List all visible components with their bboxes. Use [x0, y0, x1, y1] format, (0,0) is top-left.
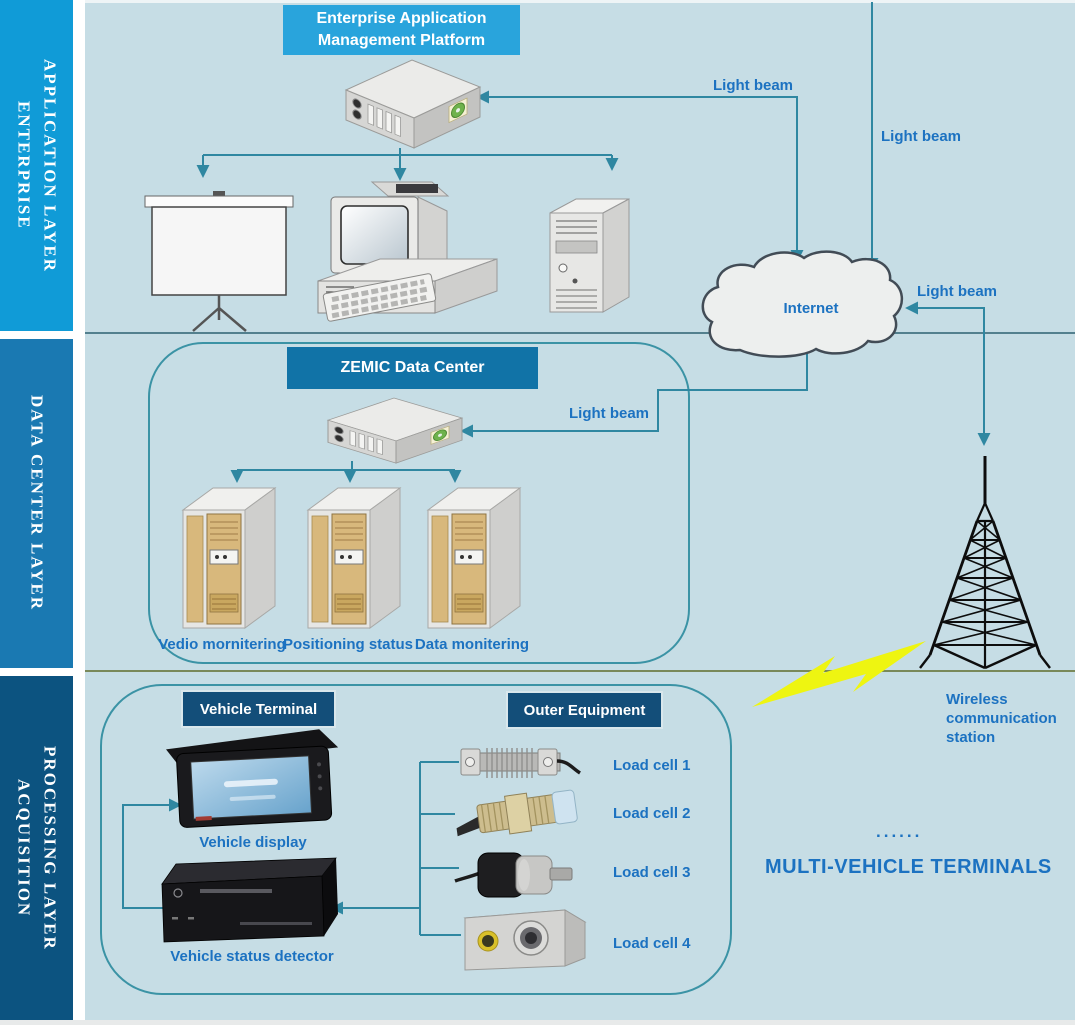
light-beam-label-2: Light beam — [881, 128, 962, 145]
ellipsis-label: ...... — [876, 822, 923, 841]
layer-separator-1 — [85, 332, 1075, 334]
sidebar-label-line: DATA CENTER LAYER — [27, 395, 47, 612]
light-beam-label-1: Light beam — [713, 77, 794, 94]
video-monitoring-label: Vedio mornitering — [158, 636, 286, 653]
wireless-station-label: Wireless communication station — [946, 690, 1057, 747]
zemic-title: ZEMIC Data Center — [340, 359, 485, 376]
vehicle-terminal-title: Vehicle Terminal — [199, 700, 318, 718]
sidebar-label-line: APPLICATION LAYER — [40, 58, 60, 273]
platform-title-line: Management Platform — [317, 32, 486, 49]
vehicle-terminal-group-outline — [100, 684, 732, 995]
data-center-group-outline — [148, 342, 690, 664]
light-beam-label-3: Light beam — [917, 283, 998, 300]
layer-separator-2 — [85, 670, 1075, 672]
sidebar-label-line: ACQUISITION — [14, 778, 34, 918]
sidebar-data-center-layer: DATA CENTER LAYER — [0, 339, 73, 668]
platform-title-line: Enterprise Application — [316, 10, 487, 27]
enterprise-platform-title-box: Enterprise Application Management Platfo… — [283, 5, 520, 55]
load-cell-2-label: Load cell 2 — [613, 805, 691, 822]
bottom-edge-strip — [0, 1020, 1075, 1025]
zemic-data-center-title-box: ZEMIC Data Center — [287, 347, 538, 389]
light-beam-label-4: Light beam — [569, 405, 650, 422]
vehicle-status-detector-label: Vehicle status detector — [170, 948, 334, 965]
internet-label: Internet — [783, 300, 839, 317]
canvas-top-edge — [85, 0, 1075, 3]
outer-equipment-title: Outer Equipment — [523, 701, 646, 719]
vehicle-terminal-title-box: Vehicle Terminal — [181, 690, 336, 728]
sidebar-label-line: ENTERPRISE — [14, 101, 34, 230]
wireless-station-line: station — [946, 729, 996, 746]
sidebar-enterprise-application-layer: ENTERPRISE APPLICATION LAYER — [0, 0, 73, 331]
load-cell-4-label: Load cell 4 — [613, 935, 691, 952]
multi-vehicle-terminals-label: MULTI-VEHICLE TERMINALS — [765, 856, 1052, 878]
positioning-status-label: Positioning status — [282, 636, 414, 653]
outer-equipment-title-box: Outer Equipment — [506, 691, 663, 729]
wireless-station-line: Wireless — [946, 691, 1008, 708]
load-cell-1-label: Load cell 1 — [613, 757, 691, 774]
sidebar-label-line: PROCESSING LAYER — [40, 745, 60, 951]
wireless-station-line: communication — [946, 710, 1057, 727]
data-monitoring-label: Data monitering — [414, 636, 530, 653]
sidebar-acquisition-processing-layer: ACQUISITION PROCESSING LAYER — [0, 676, 73, 1020]
load-cell-3-label: Load cell 3 — [613, 864, 691, 881]
vehicle-display-label: Vehicle display — [199, 834, 307, 851]
